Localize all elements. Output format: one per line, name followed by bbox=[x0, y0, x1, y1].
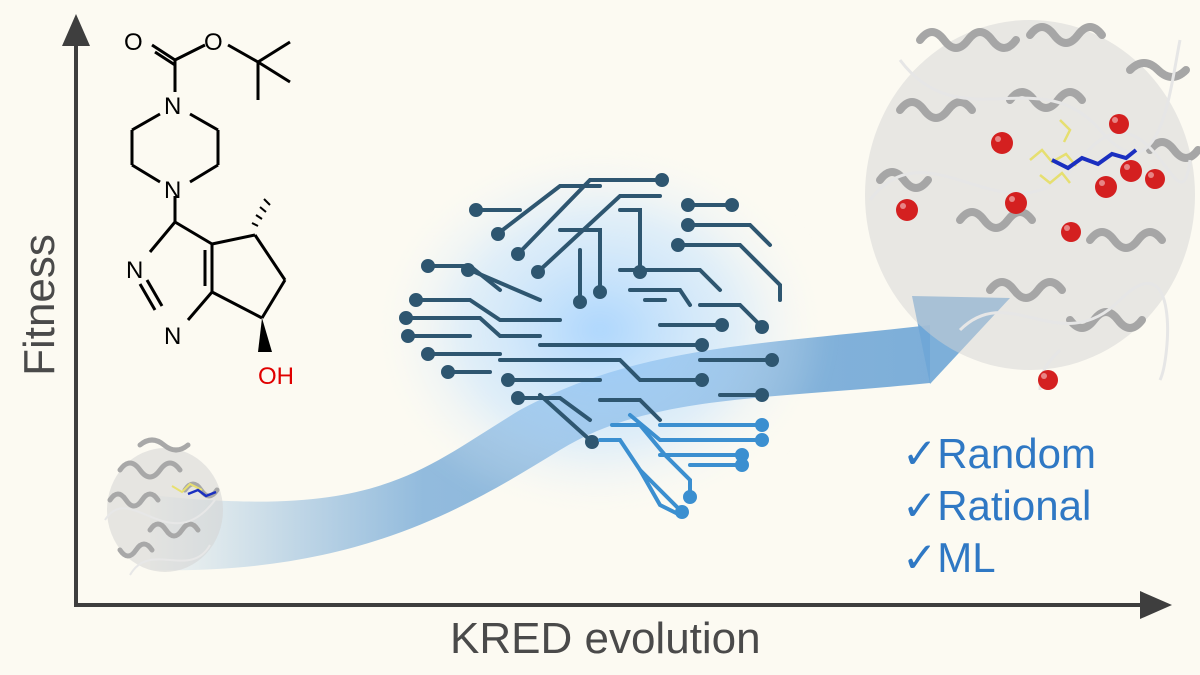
atom-o-ester: O bbox=[204, 29, 223, 56]
method-item-ml: ✓ML bbox=[902, 532, 1096, 584]
ligand bbox=[1051, 148, 1138, 171]
checkmark-icon: ✓ bbox=[902, 482, 938, 529]
method-item-random: ✓Random bbox=[902, 428, 1096, 480]
mutation-spheres bbox=[896, 114, 1165, 390]
method-label: Random bbox=[937, 430, 1096, 477]
mutation-sphere bbox=[1120, 160, 1142, 182]
checkmark-icon: ✓ bbox=[902, 430, 938, 477]
mutation-sphere bbox=[1109, 114, 1129, 134]
x-axis-label: KRED evolution bbox=[450, 614, 761, 663]
molecule-structure bbox=[130, 40, 291, 352]
atom-hydroxyl: OH bbox=[258, 363, 294, 390]
circuit-brain-icon bbox=[399, 173, 782, 519]
mutation-sphere bbox=[1038, 370, 1058, 390]
mutation-sphere bbox=[991, 132, 1013, 154]
atom-o-carbonyl: O bbox=[124, 29, 143, 56]
protein-end-icon bbox=[865, 20, 1200, 391]
method-label: Rational bbox=[937, 482, 1092, 529]
mutation-sphere bbox=[1145, 169, 1165, 189]
atom-n-pyrimidine-2: N bbox=[164, 323, 181, 350]
mutation-sphere bbox=[1061, 222, 1081, 242]
atom-n-piperazine-top: N bbox=[164, 93, 181, 120]
methods-list: ✓Random ✓Rational ✓ML bbox=[902, 428, 1096, 584]
y-axis-arrowhead bbox=[62, 14, 90, 46]
mutation-sphere bbox=[1005, 192, 1027, 214]
atom-n-pyrimidine-1: N bbox=[126, 257, 143, 284]
atom-n-piperazine-bottom: N bbox=[164, 177, 181, 204]
axes bbox=[62, 14, 1172, 619]
method-label: ML bbox=[937, 534, 996, 581]
method-item-rational: ✓Rational bbox=[902, 480, 1096, 532]
checkmark-icon: ✓ bbox=[902, 534, 938, 581]
x-axis-arrowhead bbox=[1140, 591, 1172, 619]
y-axis-label: Fitness bbox=[15, 234, 64, 376]
mutation-sphere bbox=[1095, 176, 1117, 198]
molecule-atom-labels: O O N N N N OH bbox=[124, 29, 294, 390]
mutation-sphere bbox=[896, 199, 918, 221]
protein-start-icon bbox=[104, 437, 223, 576]
